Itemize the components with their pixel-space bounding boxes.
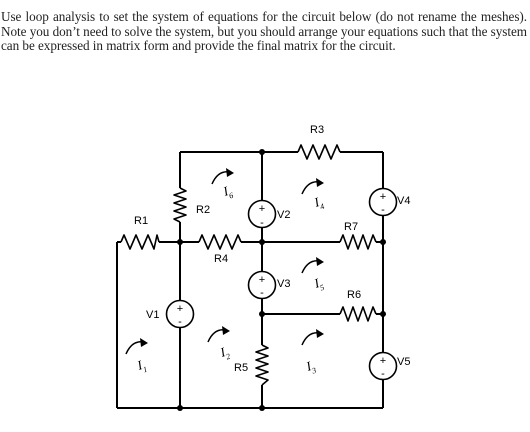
- source-v2-plus: +: [259, 203, 265, 215]
- question-text: Use loop analysis to set the system of e…: [1, 9, 527, 54]
- source-v3-plus: +: [259, 274, 265, 286]
- svg-text:I: I: [134, 357, 144, 373]
- resistors: [120, 144, 377, 386]
- node-bottom-mid: [259, 405, 265, 411]
- component-labels: R3 R2 R1 R4 R7 R6 R5 V1 V2 V3 V4 V5: [134, 124, 410, 374]
- source-v3-minus: -: [260, 287, 264, 299]
- source-v4-plus: +: [380, 191, 386, 203]
- source-v1-minus: -: [178, 316, 182, 328]
- svg-text:I: I: [311, 275, 321, 291]
- source-v5-minus: -: [381, 368, 385, 380]
- mesh-current-labels: I 6 I 4 I 5 I 2 I 3 I 1: [134, 183, 326, 376]
- svg-text:I: I: [311, 194, 321, 210]
- node-right-mid: [380, 239, 386, 245]
- source-v2-minus: -: [260, 217, 264, 229]
- svg-text:2: 2: [225, 352, 232, 362]
- mesh-arrow-i4: [301, 178, 324, 195]
- junction-nodes: [177, 149, 386, 411]
- voltage-sources: + - + - + - + - + -: [165, 187, 398, 381]
- label-v1: V1: [146, 309, 159, 321]
- source-v1-plus: +: [177, 303, 183, 315]
- label-r4: R4: [214, 253, 228, 265]
- svg-text:4: 4: [319, 202, 326, 212]
- svg-text:I: I: [220, 183, 230, 199]
- mesh-label-i3: I 3: [303, 358, 318, 376]
- mesh-arrow-i2: [207, 326, 230, 343]
- mesh-arrow-i5: [301, 257, 324, 274]
- source-v2: + -: [247, 199, 277, 229]
- label-r1: R1: [134, 215, 148, 227]
- label-v4: V4: [397, 195, 410, 207]
- resistor-r5: [255, 344, 269, 386]
- svg-text:I: I: [303, 358, 313, 374]
- label-v5: V5: [397, 356, 410, 368]
- svg-text:1: 1: [142, 365, 149, 375]
- source-v3: + -: [247, 270, 277, 300]
- source-v4-minus: -: [381, 204, 385, 216]
- mesh-label-i2: I 2: [217, 344, 232, 362]
- mesh-arrow-i3: [301, 329, 324, 346]
- svg-text:I: I: [217, 344, 227, 360]
- label-r5: R5: [234, 362, 248, 374]
- svg-text:5: 5: [319, 283, 326, 293]
- source-v5: + -: [368, 351, 398, 381]
- mesh-current-arrows: [125, 168, 324, 355]
- node-r6-left: [259, 311, 265, 317]
- mesh-label-i1: I 1: [134, 357, 149, 375]
- node-r6-right: [380, 311, 386, 317]
- mesh-arrow-i6: [211, 168, 234, 185]
- label-r7: R7: [344, 221, 358, 233]
- mesh-label-i4: I 4: [311, 194, 326, 212]
- node-top-mid: [259, 149, 265, 155]
- source-v5-plus: +: [380, 355, 386, 367]
- resistor-r2: [173, 187, 187, 223]
- svg-text:6: 6: [228, 191, 235, 201]
- resistor-r4: [198, 234, 242, 250]
- node-center: [259, 239, 265, 245]
- mesh-label-i5: I 5: [311, 275, 326, 293]
- resistor-r3: [297, 144, 341, 160]
- circuit-wires: [116, 151, 384, 409]
- resistor-r1: [120, 234, 160, 250]
- mesh-label-i6: I 6: [220, 183, 235, 201]
- source-v1: + -: [165, 299, 195, 329]
- node-bottom-left: [177, 405, 183, 411]
- source-v4: + -: [368, 187, 398, 217]
- label-r6: R6: [347, 289, 361, 301]
- label-r2: R2: [196, 204, 210, 216]
- label-v3: V3: [277, 278, 290, 290]
- resistor-r6: [339, 306, 377, 322]
- node-left-mid: [177, 239, 183, 245]
- mesh-arrow-i1: [125, 338, 148, 355]
- label-v2: V2: [277, 209, 290, 221]
- resistor-r7: [339, 234, 377, 250]
- svg-text:3: 3: [310, 366, 318, 376]
- label-r3: R3: [310, 124, 324, 136]
